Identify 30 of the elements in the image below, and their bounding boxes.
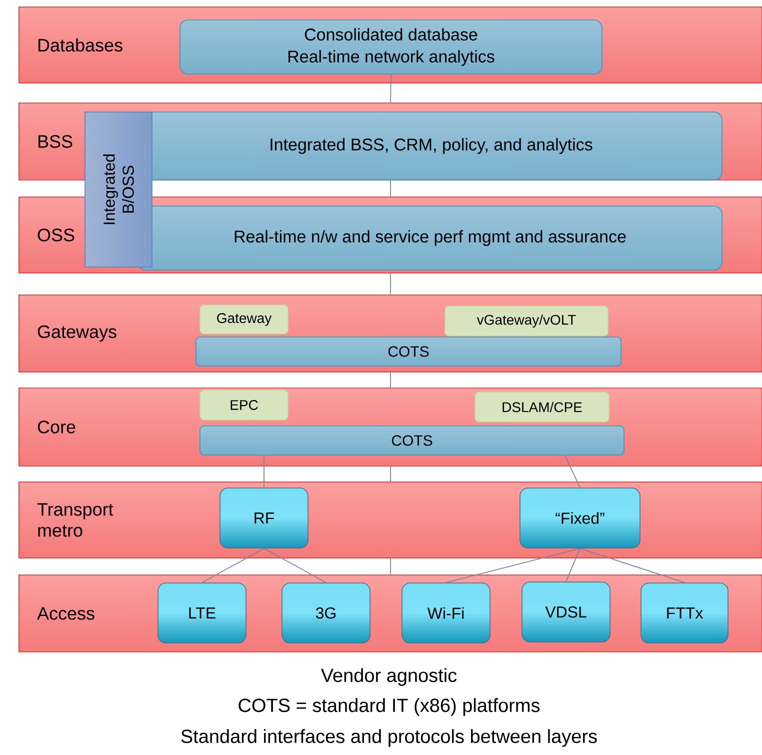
element-box: DSLAM/CPE <box>474 392 610 422</box>
element-box: Gateway <box>200 304 288 334</box>
connector-line <box>446 548 580 584</box>
connector-line <box>564 454 580 488</box>
caption-text: Vendor agnostic <box>320 668 457 686</box>
access-box: “Fixed” <box>520 488 640 548</box>
vertical-box: Integrated B/OSS <box>84 112 152 268</box>
element-box: vGateway/vOLT <box>444 306 608 336</box>
connector-line <box>390 74 392 104</box>
connector-line <box>202 548 264 584</box>
connector-line <box>390 180 391 198</box>
connector-line <box>390 558 391 576</box>
access-box: 3G <box>282 582 370 644</box>
access-box: RF <box>220 488 308 548</box>
connector-line <box>580 548 685 584</box>
platform-box: COTS <box>200 426 624 456</box>
connector-line <box>390 466 391 482</box>
platform-box: COTS <box>196 336 622 366</box>
connector-line <box>264 548 326 584</box>
caption-text: COTS = standard IT (x86) platforms <box>238 698 540 716</box>
connector-line <box>390 372 391 388</box>
access-box: VDSL <box>522 582 610 642</box>
platform-box: Consolidated database Real-time network analytics <box>180 20 602 74</box>
element-box: EPC <box>200 390 288 420</box>
access-box: FTTx <box>640 582 728 644</box>
caption-text: Standard interfaces and protocols between layers <box>181 729 597 747</box>
connector-line <box>566 548 580 582</box>
access-box: LTE <box>158 582 246 644</box>
access-box: Wi-Fi <box>402 582 490 644</box>
connector-line <box>390 272 391 296</box>
